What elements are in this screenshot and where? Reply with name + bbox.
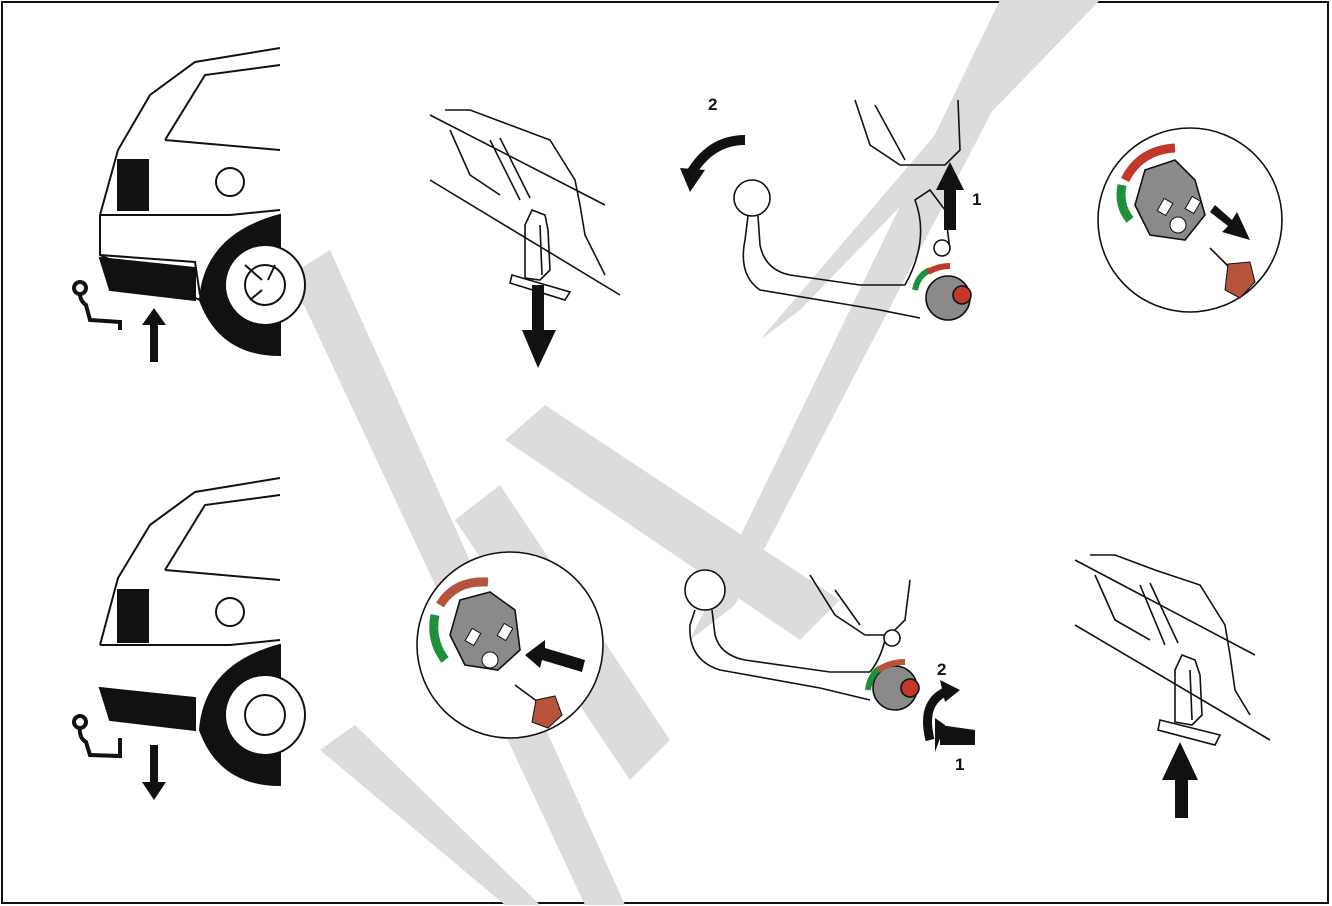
step-label-2: 2	[937, 660, 946, 679]
socket-icon	[1075, 555, 1270, 745]
step-label-1: 1	[972, 190, 981, 209]
lock-detail	[417, 552, 603, 738]
towbar-icon	[74, 716, 120, 756]
step-label-1: 1	[955, 755, 964, 774]
arrow-up-icon	[1162, 742, 1198, 818]
car-rear-icon	[100, 478, 305, 785]
watermark	[290, 0, 1100, 905]
lock-detail	[1098, 128, 1282, 312]
arrow-down-icon	[142, 745, 166, 800]
rotate-arrow-icon	[928, 680, 976, 752]
socket-icon	[430, 110, 620, 300]
car-rear-icon	[100, 48, 305, 355]
arrow-up-icon	[142, 308, 166, 362]
rotate-arrow-icon	[680, 140, 745, 192]
step-label-2: 2	[708, 95, 717, 114]
arrow-down-icon	[522, 285, 556, 368]
